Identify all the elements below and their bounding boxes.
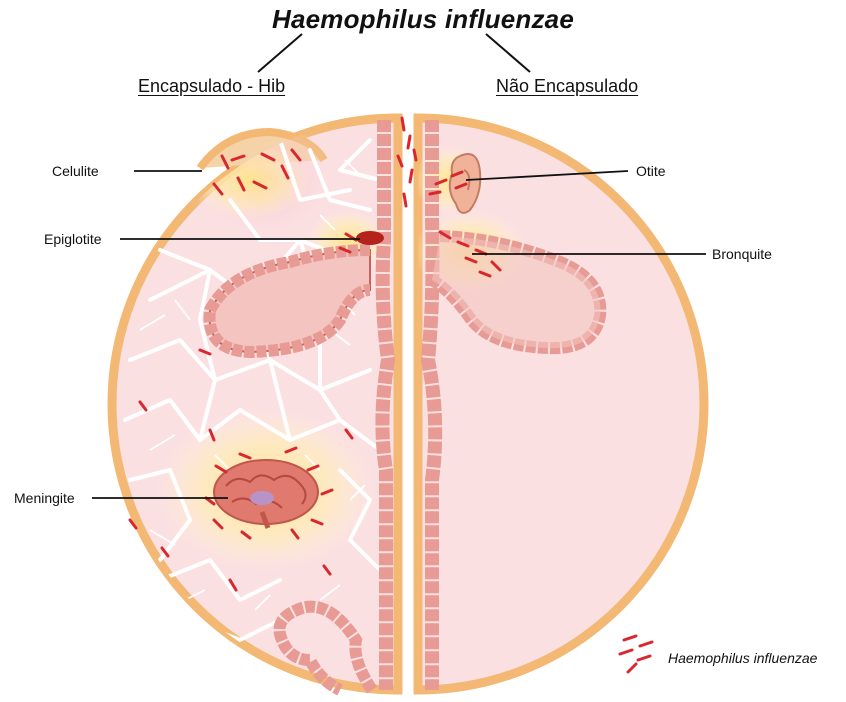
label-meningite: Meningite xyxy=(14,490,75,506)
legend-bacteria-icon xyxy=(620,636,652,672)
clot-icon xyxy=(356,231,384,245)
left-half-tissue xyxy=(112,116,398,690)
label-otite: Otite xyxy=(636,163,666,179)
legend-label: Haemophilus influenzae xyxy=(668,650,817,666)
title-connector-right xyxy=(486,34,530,72)
right-half-tissue xyxy=(412,118,704,690)
label-celulite: Celulite xyxy=(52,163,99,179)
title-connector-left xyxy=(258,34,302,72)
label-epiglotite: Epiglotite xyxy=(44,231,102,247)
label-bronquite: Bronquite xyxy=(712,246,772,262)
